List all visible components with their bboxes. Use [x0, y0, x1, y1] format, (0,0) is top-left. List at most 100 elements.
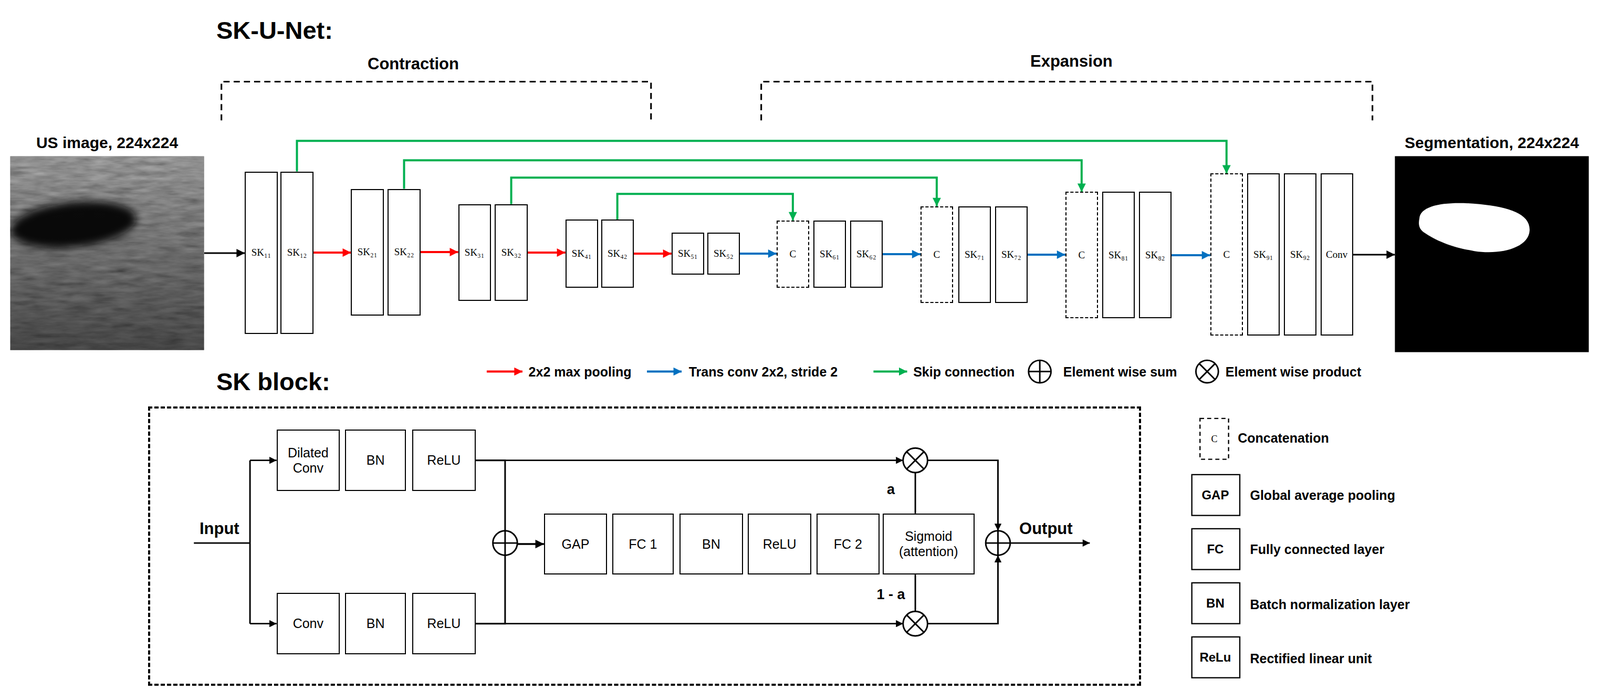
input-wire: [193, 460, 250, 624]
port-label: Output: [1019, 519, 1073, 539]
legend-box: [1191, 582, 1240, 624]
mask-blob: [1418, 203, 1530, 253]
section-label: Contraction: [367, 55, 459, 75]
layer-box: ReLU: [412, 429, 476, 491]
sk-layer-box: SK₃₁: [458, 204, 491, 302]
box-text: SK₅₂: [708, 247, 739, 260]
upconv-arrow: [739, 252, 777, 255]
legend-entry: Element wise product: [1225, 363, 1362, 380]
box-text: SK₆₁: [814, 248, 845, 260]
box-text: SK₆₂: [851, 248, 882, 260]
box-text: BN: [346, 452, 406, 468]
layer-box: ReLU: [747, 513, 811, 575]
skip-connection: [404, 160, 1082, 192]
box-text: C: [777, 248, 809, 260]
legend-text: Rectified linear unit: [1249, 650, 1372, 666]
flow-arrow: [475, 544, 545, 624]
product-symbol: [903, 611, 928, 636]
sk-layer-box: SK₆₂: [850, 220, 883, 288]
legend-box: [1191, 636, 1240, 678]
skip-connection: [296, 140, 1227, 174]
sum-symbol: [985, 530, 1011, 556]
image-panel: US image, 224x224: [9, 155, 204, 350]
mask-ground: [1394, 155, 1589, 352]
legend-entry: Concatenation: [1237, 430, 1330, 446]
pooling-arrow: [313, 251, 352, 254]
legend-symbol-text: GAP: [1201, 487, 1229, 503]
upconv-arrow: [1027, 253, 1066, 256]
image-panel: Segmentation, 224x224: [1394, 155, 1589, 352]
layer-box: BN: [344, 429, 407, 491]
box-text: BN: [346, 615, 406, 632]
box-text: C: [1066, 249, 1097, 261]
sk-layer-box: SK₅₂: [707, 232, 740, 275]
legend-entry: Element wise sum: [1063, 363, 1178, 380]
layer-box: ReLU: [412, 592, 476, 655]
layer-box: GAP: [544, 513, 608, 575]
legend-symbol-text: BN: [1206, 595, 1225, 611]
expansion-bracket: [761, 81, 1373, 121]
box-text: SK₄₁: [566, 247, 598, 260]
upconv-arrow: [882, 253, 921, 256]
box-text: SK₂₁: [351, 246, 383, 258]
sk-layer-box: Conv: [1320, 173, 1354, 336]
legend-text: Trans conv 2x2, stride 2: [688, 363, 838, 379]
sk-layer-box: SK₈₁: [1102, 191, 1135, 319]
sk-layer-box: SK₁₁: [244, 171, 278, 334]
box-text: SK₁₁: [245, 246, 277, 259]
diagram-title: SK-U-Net:: [216, 16, 333, 45]
input-wire: [249, 459, 277, 462]
legend-symbol-text: C: [1210, 433, 1218, 445]
upconv-arrow: [1171, 254, 1211, 257]
branch-wire: [475, 459, 904, 462]
sk-layer-box: SK₅₁: [671, 232, 705, 275]
box-text: ReLU: [413, 452, 475, 468]
sk-layer-box: SK₃₂: [494, 204, 528, 302]
box-text: SK₉₂: [1284, 248, 1316, 261]
branch-wire: [475, 622, 904, 625]
box-text: GAP: [545, 536, 606, 552]
box-text: SK₁₂: [281, 246, 312, 259]
box-text: SK₄₂: [602, 247, 633, 260]
box-text: Sigmoid (attention): [883, 528, 974, 560]
legend-symbol-text: ReLu: [1199, 650, 1231, 665]
sum-symbol: [1028, 360, 1052, 383]
box-text: C: [1211, 248, 1242, 261]
sk-layer-box: SK₇₂: [995, 206, 1028, 304]
legend-symbol-text: FC: [1206, 541, 1224, 557]
concat-box: C: [1210, 173, 1243, 336]
input-wire: [249, 622, 277, 625]
panel-heading: Segmentation, 224x224: [1404, 133, 1579, 153]
sk-layer-box: SK₂₂: [387, 189, 421, 316]
legend-blue-arrow: [646, 370, 682, 373]
concat-box: C: [920, 206, 954, 304]
legend-text: Skip connection: [913, 363, 1015, 379]
legend-red-arrow: [486, 370, 523, 373]
sk-layer-box: SK₄₁: [565, 219, 599, 288]
flow-arrow: [204, 252, 246, 255]
concat-box: C: [1065, 191, 1098, 319]
sum-symbol: [493, 530, 518, 556]
ultrasound-ground: [9, 155, 204, 350]
pooling-arrow: [527, 251, 566, 254]
layer-box: FC 2: [816, 513, 880, 575]
port-label: Input: [199, 519, 240, 539]
box-text: Conv: [1321, 248, 1353, 261]
contraction-bracket: [221, 81, 652, 121]
box-text: SK₂₂: [388, 246, 420, 258]
legend-entry: Rectified linear unit: [1249, 650, 1372, 666]
legend-entry: Global average pooling: [1249, 487, 1395, 503]
sk-layer-box: SK₇₁: [958, 206, 991, 304]
legend-entry: Batch normalization layer: [1249, 596, 1410, 612]
layer-box: Sigmoid (attention): [882, 513, 975, 575]
box-text: FC 2: [817, 536, 879, 552]
box-text: SK₉₁: [1248, 248, 1279, 261]
box-text: BN: [680, 536, 742, 552]
legend-green-arrow: [873, 370, 907, 373]
skip-connection: [617, 193, 793, 221]
box-text: Dilated Conv: [277, 445, 339, 476]
box-text: ReLU: [413, 615, 475, 632]
box-text: FC 1: [613, 536, 673, 552]
product-symbol: [1195, 360, 1219, 383]
layer-box: FC 1: [612, 513, 674, 575]
